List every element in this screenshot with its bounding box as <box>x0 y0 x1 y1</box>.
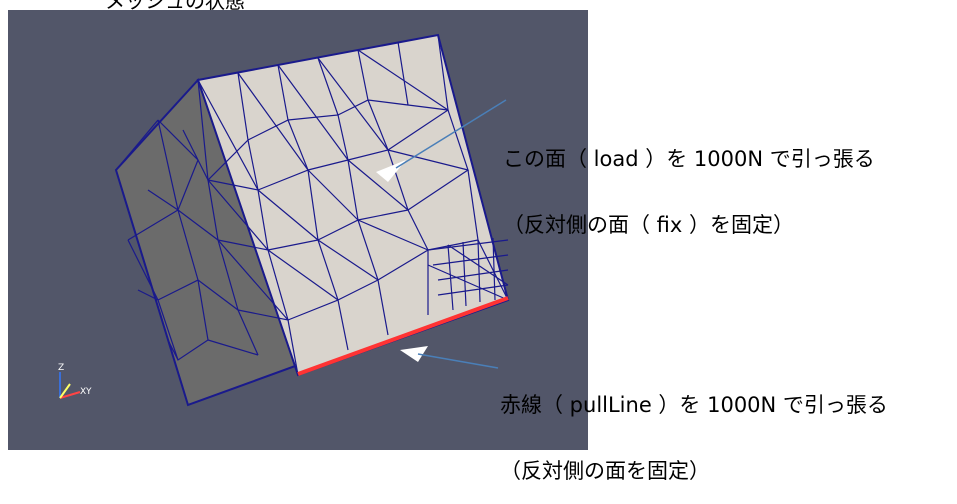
axis-z-label: Z <box>58 363 64 373</box>
load-annotation-line2: （反対側の面（ fix ）を固定） <box>503 213 795 237</box>
pull-annotation-line1: 赤線（ pullLine ）を 1000N で引っ張る <box>500 393 888 417</box>
load-arrow-glyph <box>376 160 406 182</box>
pull-arrow-glyph <box>400 346 428 362</box>
load-annotation-line1: この面（ load ）を 1000N で引っ張る <box>503 147 875 171</box>
axis-y-label: Y <box>85 387 92 397</box>
load-annotation: この面（ load ）を 1000N で引っ張る （反対側の面（ fix ）を固… <box>503 104 875 258</box>
axis-x-label: X <box>80 387 86 397</box>
mesh-canvas[interactable]: Z X Y <box>8 10 588 450</box>
figure-caption: メッシュの状態 <box>105 0 245 13</box>
3d-viewport[interactable]: Z X Y <box>8 10 588 450</box>
load-leader <box>395 99 507 169</box>
pull-annotation: 赤線（ pullLine ）を 1000N で引っ張る （反対側の面を固定） <box>500 350 888 504</box>
axes-triad: Z X Y <box>58 363 92 399</box>
pull-leader <box>417 353 499 369</box>
mesh-lines <box>115 34 509 376</box>
pull-annotation-line2: （反対側の面を固定） <box>500 459 710 483</box>
pull-line-edge <box>297 296 509 376</box>
